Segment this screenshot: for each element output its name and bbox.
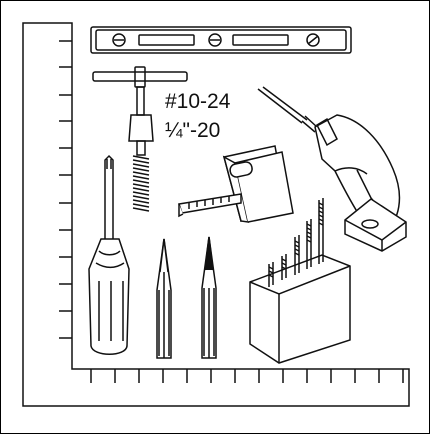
drill-bit-set-icon (249, 198, 351, 364)
tap-size-label-1: #10-24 (165, 90, 231, 113)
tape-measure-icon (178, 145, 294, 223)
carpenters-square-icon (22, 22, 410, 407)
tap-size-label-2: ¼"-20 (165, 119, 221, 142)
tap-threads (132, 155, 150, 212)
tap-wrench-icon (92, 66, 188, 212)
square-bottom-scale (90, 369, 404, 383)
spirit-level-icon (90, 26, 352, 54)
square-left-scale (59, 40, 72, 339)
screwdriver-icon (88, 154, 130, 355)
pencil-icon (201, 236, 217, 359)
power-drill-icon (257, 86, 407, 252)
pencil-icon (156, 238, 172, 359)
